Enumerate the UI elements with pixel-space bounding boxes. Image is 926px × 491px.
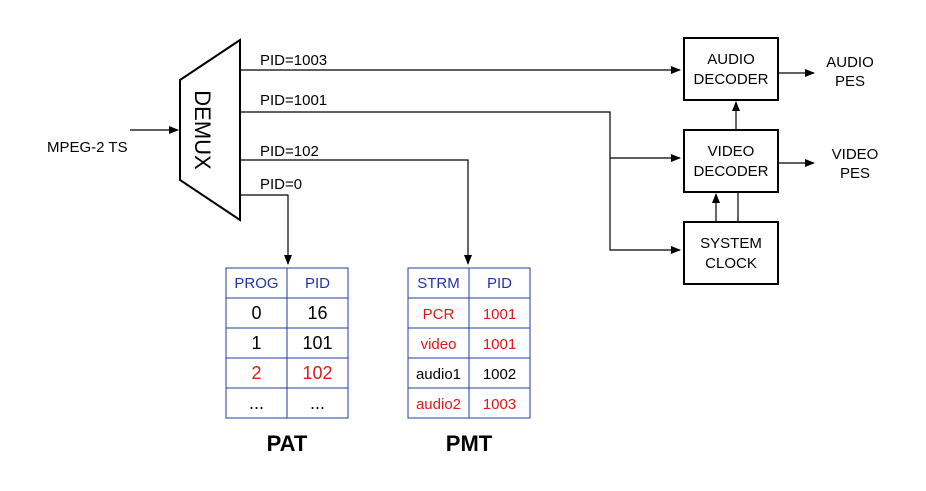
pmt-header-cell: PID bbox=[487, 275, 512, 292]
pid-1003-label: PID=1003 bbox=[260, 52, 327, 69]
pmt-header-cell: STRM bbox=[417, 275, 460, 292]
pat-cell: 1 bbox=[251, 333, 261, 353]
demux-block bbox=[179, 38, 241, 222]
pid-102-label: PID=102 bbox=[260, 143, 319, 160]
pmt-cell: 1001 bbox=[483, 306, 516, 323]
pat-cell: 2 bbox=[251, 363, 261, 383]
demux-label: DEMUX bbox=[190, 90, 215, 170]
input-label: MPEG-2 TS bbox=[47, 139, 128, 156]
pid-0-label: PID=0 bbox=[260, 176, 302, 193]
pat-cell: ... bbox=[310, 393, 325, 413]
pmt-cell: audio2 bbox=[416, 396, 461, 413]
audio-out-label-2: PES bbox=[835, 73, 865, 90]
pat-cell: 0 bbox=[251, 303, 261, 323]
video-decoder-label-2: DECODER bbox=[693, 163, 768, 180]
pat-cell: 102 bbox=[302, 363, 332, 383]
pmt-cell: 1001 bbox=[483, 336, 516, 353]
pat-cell: 101 bbox=[302, 333, 332, 353]
audio-out-label-1: AUDIO bbox=[826, 54, 874, 71]
pid-1001-line bbox=[240, 111, 681, 254]
video-decoder-block bbox=[683, 129, 779, 193]
pat-caption: PAT bbox=[267, 431, 308, 456]
video-out-label-2: PES bbox=[840, 165, 870, 182]
pmt-cell: video bbox=[421, 336, 457, 353]
pmt-cell: PCR bbox=[423, 306, 455, 323]
system-clock-label-2: CLOCK bbox=[705, 255, 757, 272]
pat-header-cell: PROG bbox=[234, 275, 278, 292]
video-decoder-label-1: VIDEO bbox=[708, 143, 755, 160]
audio-decoder-label-1: AUDIO bbox=[707, 51, 755, 68]
pmt-caption: PMT bbox=[446, 431, 493, 456]
system-clock-label-1: SYSTEM bbox=[700, 235, 762, 252]
pmt-cell: 1002 bbox=[483, 366, 516, 383]
pmt-cell: audio1 bbox=[416, 366, 461, 383]
pid-0-line bbox=[240, 194, 292, 265]
pat-header-cell: PID bbox=[305, 275, 330, 292]
audio-decoder-block bbox=[683, 37, 779, 101]
audio-decoder-label-2: DECODER bbox=[693, 71, 768, 88]
pmt-cell: 1003 bbox=[483, 396, 516, 413]
pat-cell: ... bbox=[249, 393, 264, 413]
pat-cell: 16 bbox=[307, 303, 327, 323]
pid-102-line bbox=[240, 159, 472, 265]
system-clock-block bbox=[683, 221, 779, 285]
pat-table: PROG PID 0 16 1 101 2 102...... bbox=[225, 267, 349, 419]
video-out-label-1: VIDEO bbox=[832, 146, 879, 163]
pid-1001-label: PID=1001 bbox=[260, 92, 327, 109]
pmt-table: STRM PID PCR 1001 video 1001 audio1 1002 audio2 1… bbox=[407, 267, 531, 419]
